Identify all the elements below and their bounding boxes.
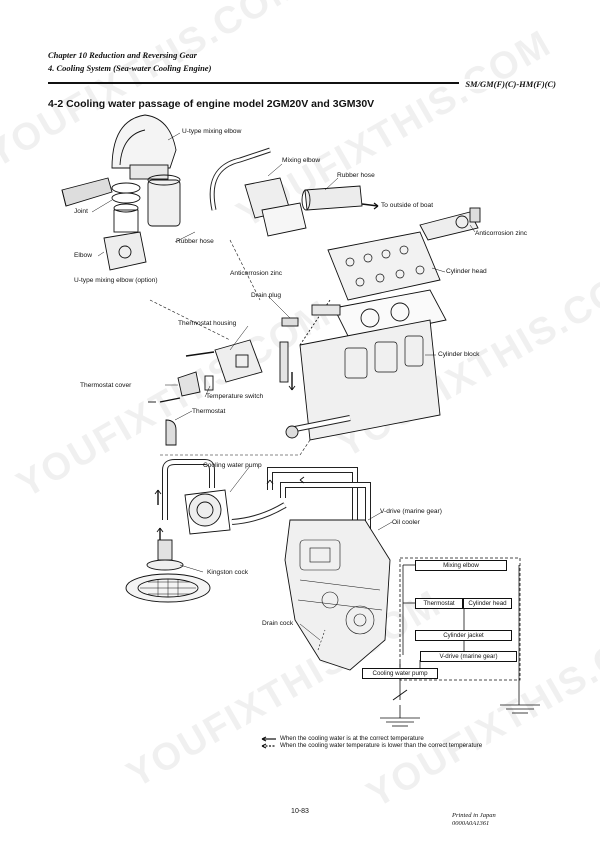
label-kingston-cock: Kingston cock [207,569,249,576]
flow-v-drive: V-drive (marine gear) [420,651,517,662]
model-code: SM/GM(F)(C)-HM(F)(C) [459,79,556,89]
label-v-drive: V-drive (marine gear) [380,508,442,515]
printed-line-1: Printed in Japan [452,812,496,819]
label-cylinder-block: Cylinder block [438,351,480,358]
label-thermostat: Thermostat [192,408,226,415]
legend-lower-temperature: When the cooling water temperature is lo… [280,742,483,749]
label-temperature-switch: Temperature switch [206,393,264,400]
label-rubber-hose-top: Rubber hose [337,172,375,179]
label-elbow: Elbow [74,252,92,259]
printed-line-2: 0000A0A1361 [452,820,490,827]
page-number: 10-83 [291,808,309,815]
label-thermostat-housing: Thermostat housing [178,320,237,327]
label-anticorrosion-zinc-mid: Anticorrosion zinc [230,270,283,277]
flow-cylinder-jacket: Cylinder jacket [415,630,512,641]
flow-cooling-water-pump: Cooling water pump [362,668,438,679]
label-drain-plug: Drain plug [251,292,282,299]
label-u-type-option: U-type mixing elbow (option) [74,277,158,284]
legend-correct-temperature: When the cooling water is at the correct… [280,735,424,742]
flow-cylinder-head: Cylinder head [463,598,512,609]
section-heading: 4. Cooling System (Sea-water Cooling Eng… [48,63,212,73]
label-oil-cooler: Oil cooler [392,519,420,526]
label-cylinder-head: Cylinder head [446,268,487,275]
label-drain-cock: Drain cock [262,620,294,627]
header-rule [48,82,556,84]
label-thermostat-cover: Thermostat cover [80,382,132,389]
printed-note: Printed in Japan 0000A0A1361 [452,812,496,828]
flow-mixing-elbow: Mixing elbow [415,560,507,571]
label-u-type-mixing-elbow: U-type mixing elbow [182,128,242,135]
label-joint: Joint [74,208,88,215]
label-rubber-hose-mid: Rubber hose [176,238,214,245]
label-cooling-water-pump: Cooling water pump [203,462,262,469]
flow-thermostat: Thermostat [415,598,463,609]
label-to-outside-of-boat: To outside of boat [381,202,434,209]
chapter-heading: Chapter 10 Reduction and Reversing Gear [48,50,197,60]
label-anticorrosion-zinc-right: Anticorrosion zinc [475,230,528,237]
page-title: 4-2 Cooling water passage of engine mode… [48,98,375,110]
label-mixing-elbow: Mixing elbow [282,157,321,164]
